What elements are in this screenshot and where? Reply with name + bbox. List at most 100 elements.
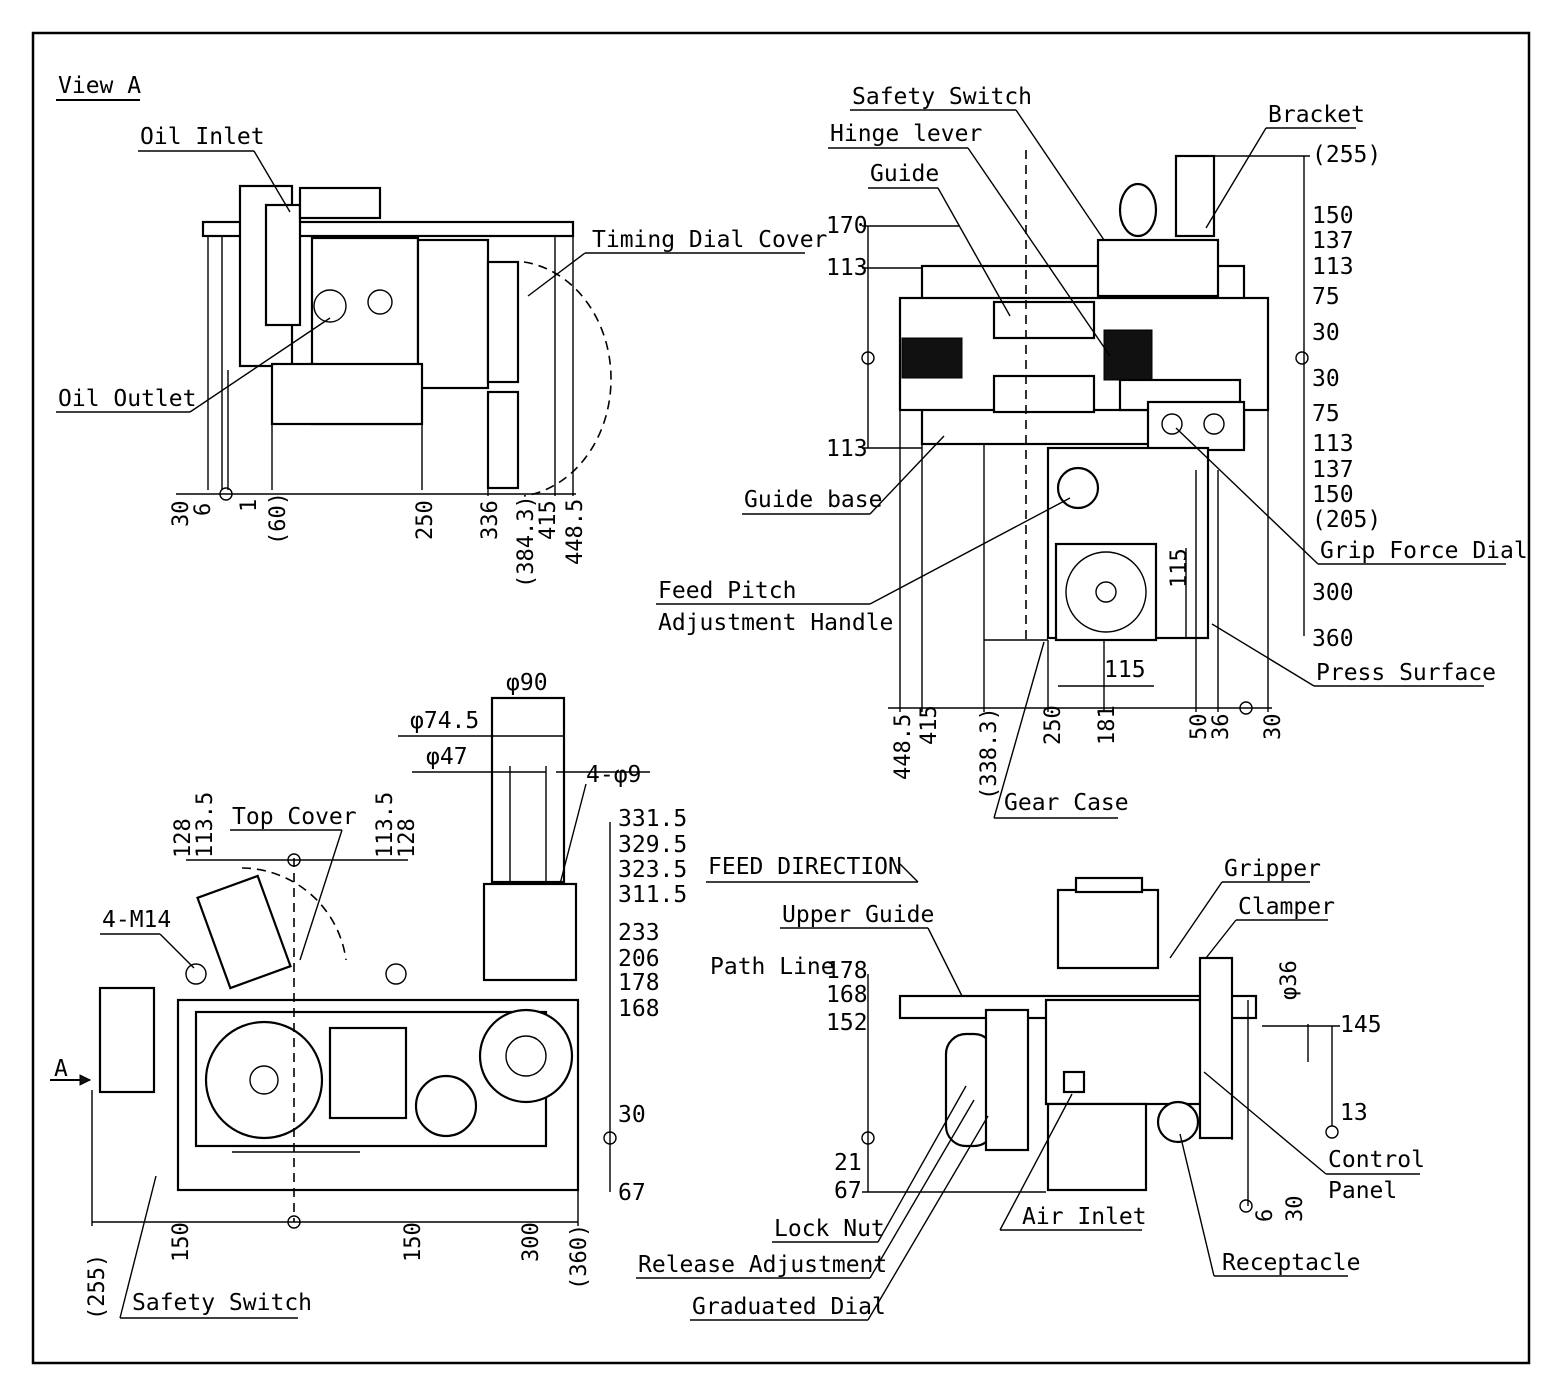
view-a: View A 30 6 1 (60) 250 336 (384.3): [56, 73, 827, 588]
bottom-left-view: φ90 φ74.5 φ47 4-φ9 128 113.5 113.5 128 3…: [50, 670, 687, 1320]
view-a-timing-dial-arc: [523, 261, 612, 497]
label-release-adjustment: Release Adjustment: [638, 1252, 887, 1278]
tr-dim-360: 360: [1312, 626, 1354, 652]
tr-dim-170: 170: [826, 213, 868, 239]
bl-shaft: [490, 696, 566, 884]
bl-top-cover-handle: [196, 874, 292, 990]
top-right-view: 170 113 113 (255) 150 137 113 75 30 30 7…: [656, 84, 1528, 819]
label-arrow-a: A: [54, 1056, 68, 1082]
label-air-inlet: Air Inlet: [1022, 1204, 1147, 1230]
label-press-surface: Press Surface: [1316, 660, 1496, 686]
label-path-line: Path Line: [710, 954, 835, 980]
br-dim-phi36: φ36: [1277, 960, 1302, 1000]
bl-motor-flange: [482, 882, 578, 982]
br-dim-6: 6: [1253, 1209, 1278, 1222]
tr-dim-113b: 113: [1312, 431, 1354, 457]
bl-dim-206: 206: [618, 946, 660, 972]
br-dim-145: 145: [1340, 1012, 1382, 1038]
bl-arrow-a-head: [79, 1074, 92, 1086]
bl-dim-331: 331.5: [618, 806, 687, 832]
bl-dim-255: (255): [85, 1254, 110, 1320]
tr-dim-150a: 150: [1312, 203, 1354, 229]
label-lock-nut: Lock Nut: [774, 1216, 885, 1242]
tr-dim-50: 50: [1187, 714, 1212, 741]
tr-dim-250: 250: [1041, 705, 1066, 745]
tr-dim-137b: 137: [1312, 457, 1354, 483]
label-4-m14: 4-M14: [102, 907, 171, 933]
bl-dim-360: (360): [567, 1224, 592, 1290]
br-dim-13: 13: [1340, 1100, 1368, 1126]
bl-small-gear: [414, 1074, 478, 1138]
tr-dim-150b: 150: [1312, 482, 1354, 508]
label-safety-switch-bottom: Safety Switch: [132, 1290, 312, 1316]
label-adjustment-handle: Adjustment Handle: [658, 610, 893, 636]
br-clamper: [1198, 956, 1234, 1140]
label-gear-case: Gear Case: [1004, 790, 1129, 816]
label-gripper: Gripper: [1224, 856, 1321, 882]
bl-dim-67: 67: [618, 1180, 646, 1206]
bl-dim-329: 329.5: [618, 832, 687, 858]
tr-dim-115-horizontal: 115: [1104, 657, 1146, 683]
view-a-dim-336: 336: [478, 500, 503, 540]
br-air-inlet: [1062, 1070, 1086, 1094]
tr-bracket-valve: [1174, 154, 1216, 238]
label-oil-inlet: Oil Inlet: [140, 124, 265, 150]
label-control: Control: [1328, 1147, 1425, 1173]
tr-dim-113-top: 113: [826, 255, 868, 281]
bl-dim-113-left: 113.5: [193, 792, 218, 858]
tr-dim-338: (338.3): [977, 707, 1002, 800]
bl-pulley: [478, 1008, 574, 1104]
label-guide: Guide: [870, 161, 939, 187]
tr-left-clamp: [901, 337, 963, 379]
tr-feed-handle: [1056, 466, 1100, 510]
label-grip-force-dial: Grip Force Dial: [1320, 538, 1528, 564]
bl-dim-phi74: φ74.5: [410, 708, 479, 734]
tr-dim-30a: 30: [1312, 320, 1340, 346]
view-a-housing: [416, 238, 490, 390]
label-panel: Panel: [1328, 1178, 1397, 1204]
br-receptacle: [1156, 1100, 1200, 1144]
bl-large-gear: [204, 1020, 324, 1140]
bl-dim-4-phi9: 4-φ9: [586, 762, 641, 788]
tr-dim-113-bottom: 113: [826, 436, 868, 462]
tr-dim-30b: 30: [1312, 366, 1340, 392]
br-dim-178: 178: [826, 958, 868, 984]
tr-dim-448: 448.5: [891, 714, 916, 780]
br-dim-21: 21: [834, 1150, 862, 1176]
view-a-dim-60: (60): [266, 492, 291, 545]
bl-dim-150-left: 150: [169, 1222, 194, 1262]
tr-dim-75a: 75: [1312, 284, 1340, 310]
tr-dim-181: 181: [1095, 705, 1120, 745]
label-guide-base: Guide base: [744, 487, 882, 513]
label-hinge-lever: Hinge lever: [830, 121, 982, 147]
br-motor-top: [1056, 888, 1160, 970]
view-a-valve: [298, 186, 382, 220]
br-base: [1046, 1102, 1148, 1192]
bl-dim-311: 311.5: [618, 882, 687, 908]
tr-dim-255: (255): [1312, 142, 1381, 168]
tr-dim-300: 300: [1312, 580, 1354, 606]
label-timing-dial-cover: Timing Dial Cover: [592, 227, 827, 253]
bl-dim-168: 168: [618, 996, 660, 1022]
tr-dim-137a: 137: [1312, 228, 1354, 254]
label-upper-guide: Upper Guide: [782, 902, 934, 928]
tr-motor: [1054, 542, 1158, 642]
view-a-cylinder: [486, 260, 520, 384]
bl-safety-switch-box: [98, 986, 156, 1094]
view-a-filter: [264, 203, 302, 327]
view-a-dim-250: 250: [413, 500, 438, 540]
tr-dim-115-vertical: 115: [1167, 548, 1192, 588]
view-a-dim-384: (384.3): [514, 495, 539, 588]
br-dim-168: 168: [826, 982, 868, 1008]
br-dim-30: 30: [1283, 1196, 1308, 1223]
view-a-title: View A: [58, 73, 141, 99]
tr-safety-box: [1096, 238, 1220, 298]
br-dim-67: 67: [834, 1178, 862, 1204]
br-dim-152: 152: [826, 1010, 868, 1036]
label-feed-direction: FEED DIRECTION: [708, 854, 902, 880]
bottom-right-view: FEED DIRECTION 178 168 152 21 67 145 13: [636, 854, 1425, 1321]
bl-dim-128-right: 128: [395, 818, 420, 858]
tr-guide-block-upper: [992, 300, 1096, 340]
br-graduated-dial: [984, 1008, 1030, 1152]
